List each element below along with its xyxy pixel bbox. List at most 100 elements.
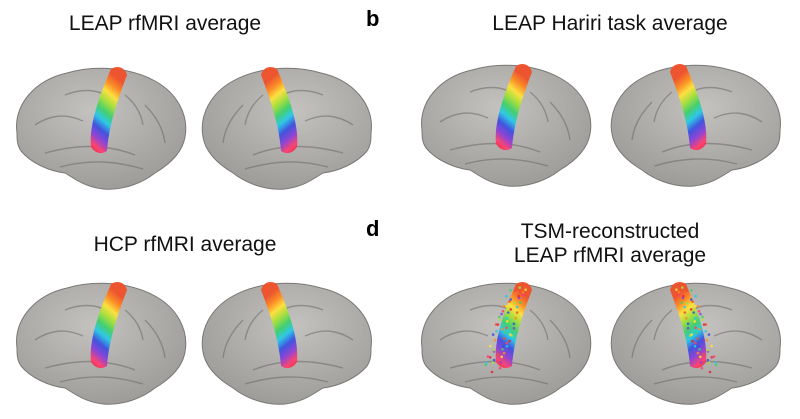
speckle-dot — [505, 304, 509, 308]
speckle-dot — [507, 311, 510, 314]
speckle-dot — [693, 344, 697, 348]
speckle-dot — [694, 326, 697, 329]
sulcus-line — [252, 360, 344, 371]
panel-a-right-hemisphere-image — [201, 67, 372, 190]
speckle-dot — [696, 337, 699, 340]
speckle-dot — [518, 286, 521, 289]
sulcus-line — [653, 376, 738, 385]
speckle-dot — [488, 356, 492, 359]
speckle-dot — [697, 309, 701, 313]
speckle-dot — [501, 327, 504, 331]
speckle-dot — [685, 289, 689, 292]
speckle-dot — [681, 286, 684, 289]
speckle-dot — [683, 305, 686, 309]
speckle-dot — [694, 317, 697, 320]
speckle-dot — [509, 289, 512, 292]
panel-c-title: HCP rfMRI average — [60, 233, 310, 257]
speckle-dot — [495, 329, 498, 333]
central-sulcus-gradient — [261, 282, 298, 369]
speckle-dot — [491, 333, 495, 336]
speckle-dot — [505, 326, 508, 329]
sulcus-line — [244, 94, 264, 126]
sulcus-line — [713, 112, 763, 123]
speckle-dot — [509, 308, 513, 311]
speckle-dot — [683, 311, 687, 314]
panel-d-right-hemisphere-image — [610, 282, 781, 405]
sulcus-line — [631, 101, 653, 141]
speckle-dot — [509, 298, 513, 301]
speckle-dot — [707, 333, 711, 336]
speckle-dot — [691, 339, 694, 343]
sulcus-line — [44, 360, 136, 371]
speckle-dot — [512, 326, 516, 330]
sulcus-line — [222, 104, 244, 144]
speckle-dot — [692, 311, 695, 314]
hemisphere-surface — [610, 64, 781, 187]
sulcus-line — [449, 142, 541, 153]
sulcus-line — [144, 104, 166, 144]
speckle-dot — [489, 344, 492, 348]
speckle-dot — [696, 351, 700, 355]
speckle-dot — [503, 337, 506, 340]
panel-c-left-hemisphere-image — [16, 282, 187, 405]
speckle-dot — [513, 301, 517, 305]
hemisphere-surface — [201, 67, 372, 190]
panel-d-letter: d — [366, 216, 380, 241]
panel-b-title: LEAP Hariri task average — [460, 12, 760, 36]
speckle-dot — [686, 326, 690, 330]
speckle-dot — [681, 296, 685, 300]
hemisphere-surface — [610, 282, 781, 405]
sulcus-line — [653, 309, 673, 341]
panel-b-title-line-1: LEAP Hariri task average — [492, 12, 728, 35]
speckle-dot — [680, 301, 683, 304]
sulcus-line — [439, 330, 489, 341]
sulcus-line — [529, 309, 549, 341]
speckle-dot — [690, 333, 693, 336]
sulcus-line — [529, 91, 549, 123]
panel-c-title-line-1: HCP rfMRI average — [93, 233, 277, 256]
speckle-dot — [686, 322, 690, 326]
speckle-dot — [508, 339, 511, 343]
sulcus-line — [304, 115, 354, 126]
speckle-dot — [486, 355, 490, 358]
panel-b-right-hemisphere-image — [610, 64, 781, 187]
speckle-dot — [492, 348, 496, 352]
speckle-dot — [500, 312, 503, 316]
speckle-dot — [690, 289, 693, 292]
speckle-dot — [694, 294, 697, 298]
speckle-dot — [492, 358, 496, 362]
sulcus-line — [59, 376, 144, 385]
speckle-dot — [699, 361, 703, 364]
speckle-dot — [695, 331, 698, 335]
speckle-dot — [521, 293, 525, 297]
panel-b-left-hemisphere-image — [421, 64, 592, 187]
sulcus-line — [653, 158, 738, 167]
speckle-dot — [501, 345, 505, 348]
speckle-dot — [696, 305, 700, 308]
sulcus-line — [304, 330, 354, 341]
hemisphere-surface — [201, 282, 372, 405]
sulcus-line — [44, 145, 136, 156]
speckle-dot — [702, 353, 705, 356]
panel-d-title: TSM-reconstructed LEAP rfMRI average — [460, 220, 760, 268]
speckle-dot — [516, 305, 519, 309]
hemisphere-surface — [421, 282, 592, 405]
sulcus-line — [222, 319, 244, 359]
panel-a-title-line-1: LEAP rfMRI average — [68, 12, 262, 35]
speckle-dot — [710, 356, 714, 359]
speckle-dot — [512, 322, 516, 326]
sulcus-line — [252, 145, 344, 156]
speckle-dot — [517, 296, 521, 300]
speckle-dot — [693, 304, 697, 308]
speckle-dot — [491, 361, 495, 364]
speckle-dot — [502, 351, 506, 355]
panel-a-left-hemisphere-image — [16, 67, 187, 190]
panel-d-title-line-2: LEAP rfMRI average — [513, 244, 707, 267]
sulcus-line — [713, 330, 763, 341]
speckle-dot — [714, 363, 718, 367]
sulcus-line — [549, 101, 571, 141]
speckle-dot — [490, 370, 494, 374]
panel-b-letter: b — [366, 6, 380, 31]
sulcus-line — [244, 161, 329, 170]
sulcus-line — [661, 142, 753, 153]
